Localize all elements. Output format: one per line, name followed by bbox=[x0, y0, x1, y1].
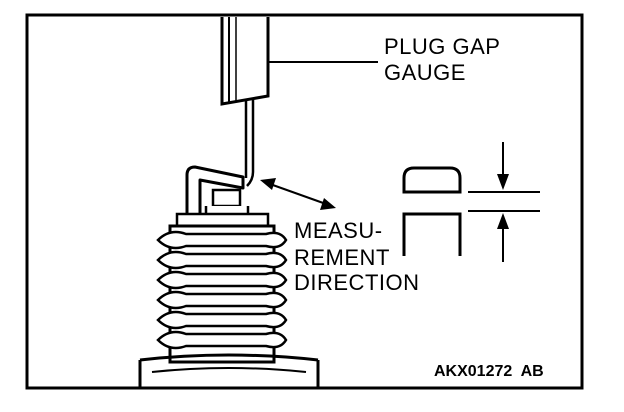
upper-electrode-sketch bbox=[402, 166, 462, 194]
plug-gap-gauge bbox=[220, 17, 270, 187]
measurement-label-line3: DIRECTION bbox=[294, 270, 420, 295]
center-electrode bbox=[211, 188, 242, 208]
lower-electrode-sketch bbox=[402, 212, 462, 256]
measurement-label-line2: REMENT bbox=[294, 245, 390, 270]
plug-threads bbox=[156, 224, 288, 364]
gap-arrow-down-icon bbox=[497, 174, 509, 190]
figure-code: AKX01272 AB bbox=[434, 363, 544, 380]
measurement-direction-arrow bbox=[260, 178, 336, 210]
diagram-frame bbox=[25, 13, 584, 390]
gap-detail bbox=[402, 142, 540, 262]
measurement-label-line1: MEASU- bbox=[294, 218, 383, 243]
plug-hex-base bbox=[138, 353, 320, 388]
spark-plug bbox=[138, 165, 320, 388]
gauge-label-line1: PLUG GAP bbox=[384, 34, 500, 59]
ground-electrode bbox=[185, 165, 245, 214]
gauge-label-line2: GAUGE bbox=[384, 60, 466, 85]
gap-arrow-up-icon bbox=[497, 213, 509, 229]
